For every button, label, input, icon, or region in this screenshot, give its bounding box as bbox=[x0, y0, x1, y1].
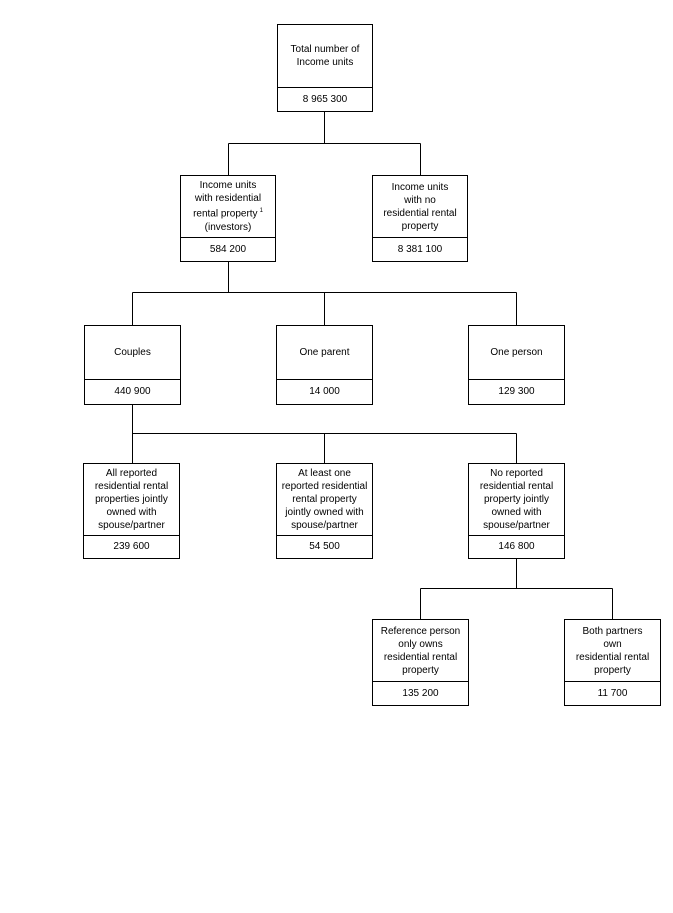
node-one-person: One person 129 300 bbox=[468, 325, 565, 405]
node-value: 129 300 bbox=[469, 379, 564, 404]
node-value: 584 200 bbox=[181, 237, 275, 261]
node-value: 11 700 bbox=[565, 681, 660, 705]
node-label-text: Income units with residential rental pro… bbox=[193, 180, 262, 220]
node-one-parent: One parent 14 000 bbox=[276, 325, 373, 405]
node-at-least-one-joint: At least one reported residential rental… bbox=[276, 463, 373, 559]
node-label: All reported residential rental properti… bbox=[94, 468, 169, 531]
node-label: At least one reported residential rental… bbox=[281, 468, 368, 531]
node-value: 146 800 bbox=[469, 535, 564, 558]
node-total-income-units: Total number of Income units 8 965 300 bbox=[277, 24, 373, 112]
footnote-marker: 1 bbox=[259, 208, 263, 215]
node-value: 8 965 300 bbox=[278, 87, 372, 111]
node-label: Couples bbox=[114, 347, 151, 358]
node-label: Reference person only owns residential r… bbox=[380, 625, 461, 676]
node-all-joint: All reported residential rental properti… bbox=[83, 463, 180, 559]
node-label: Total number of Income units bbox=[290, 44, 360, 68]
node-value: 8 381 100 bbox=[373, 237, 467, 261]
node-label: Income units with no residential rental … bbox=[383, 181, 457, 232]
node-label: Both partners own residential rental pro… bbox=[575, 625, 650, 676]
node-reference-person-only: Reference person only owns residential r… bbox=[372, 619, 469, 706]
node-label: Income units with residential rental pro… bbox=[181, 176, 275, 237]
node-no-joint: No reported residential rental property … bbox=[468, 463, 565, 559]
node-value: 135 200 bbox=[373, 681, 468, 705]
node-label-tail: (investors) bbox=[204, 221, 252, 233]
node-label: No reported residential rental property … bbox=[479, 468, 554, 531]
node-non-investors: Income units with no residential rental … bbox=[372, 175, 468, 262]
node-value: 54 500 bbox=[277, 535, 372, 558]
node-label: One person bbox=[490, 347, 543, 358]
node-investors: Income units with residential rental pro… bbox=[180, 175, 276, 262]
node-couples: Couples 440 900 bbox=[84, 325, 181, 405]
node-value: 14 000 bbox=[277, 379, 372, 404]
node-value: 440 900 bbox=[85, 379, 180, 404]
node-both-partners-own: Both partners own residential rental pro… bbox=[564, 619, 661, 706]
node-label: One parent bbox=[299, 347, 350, 358]
node-value: 239 600 bbox=[84, 535, 179, 558]
